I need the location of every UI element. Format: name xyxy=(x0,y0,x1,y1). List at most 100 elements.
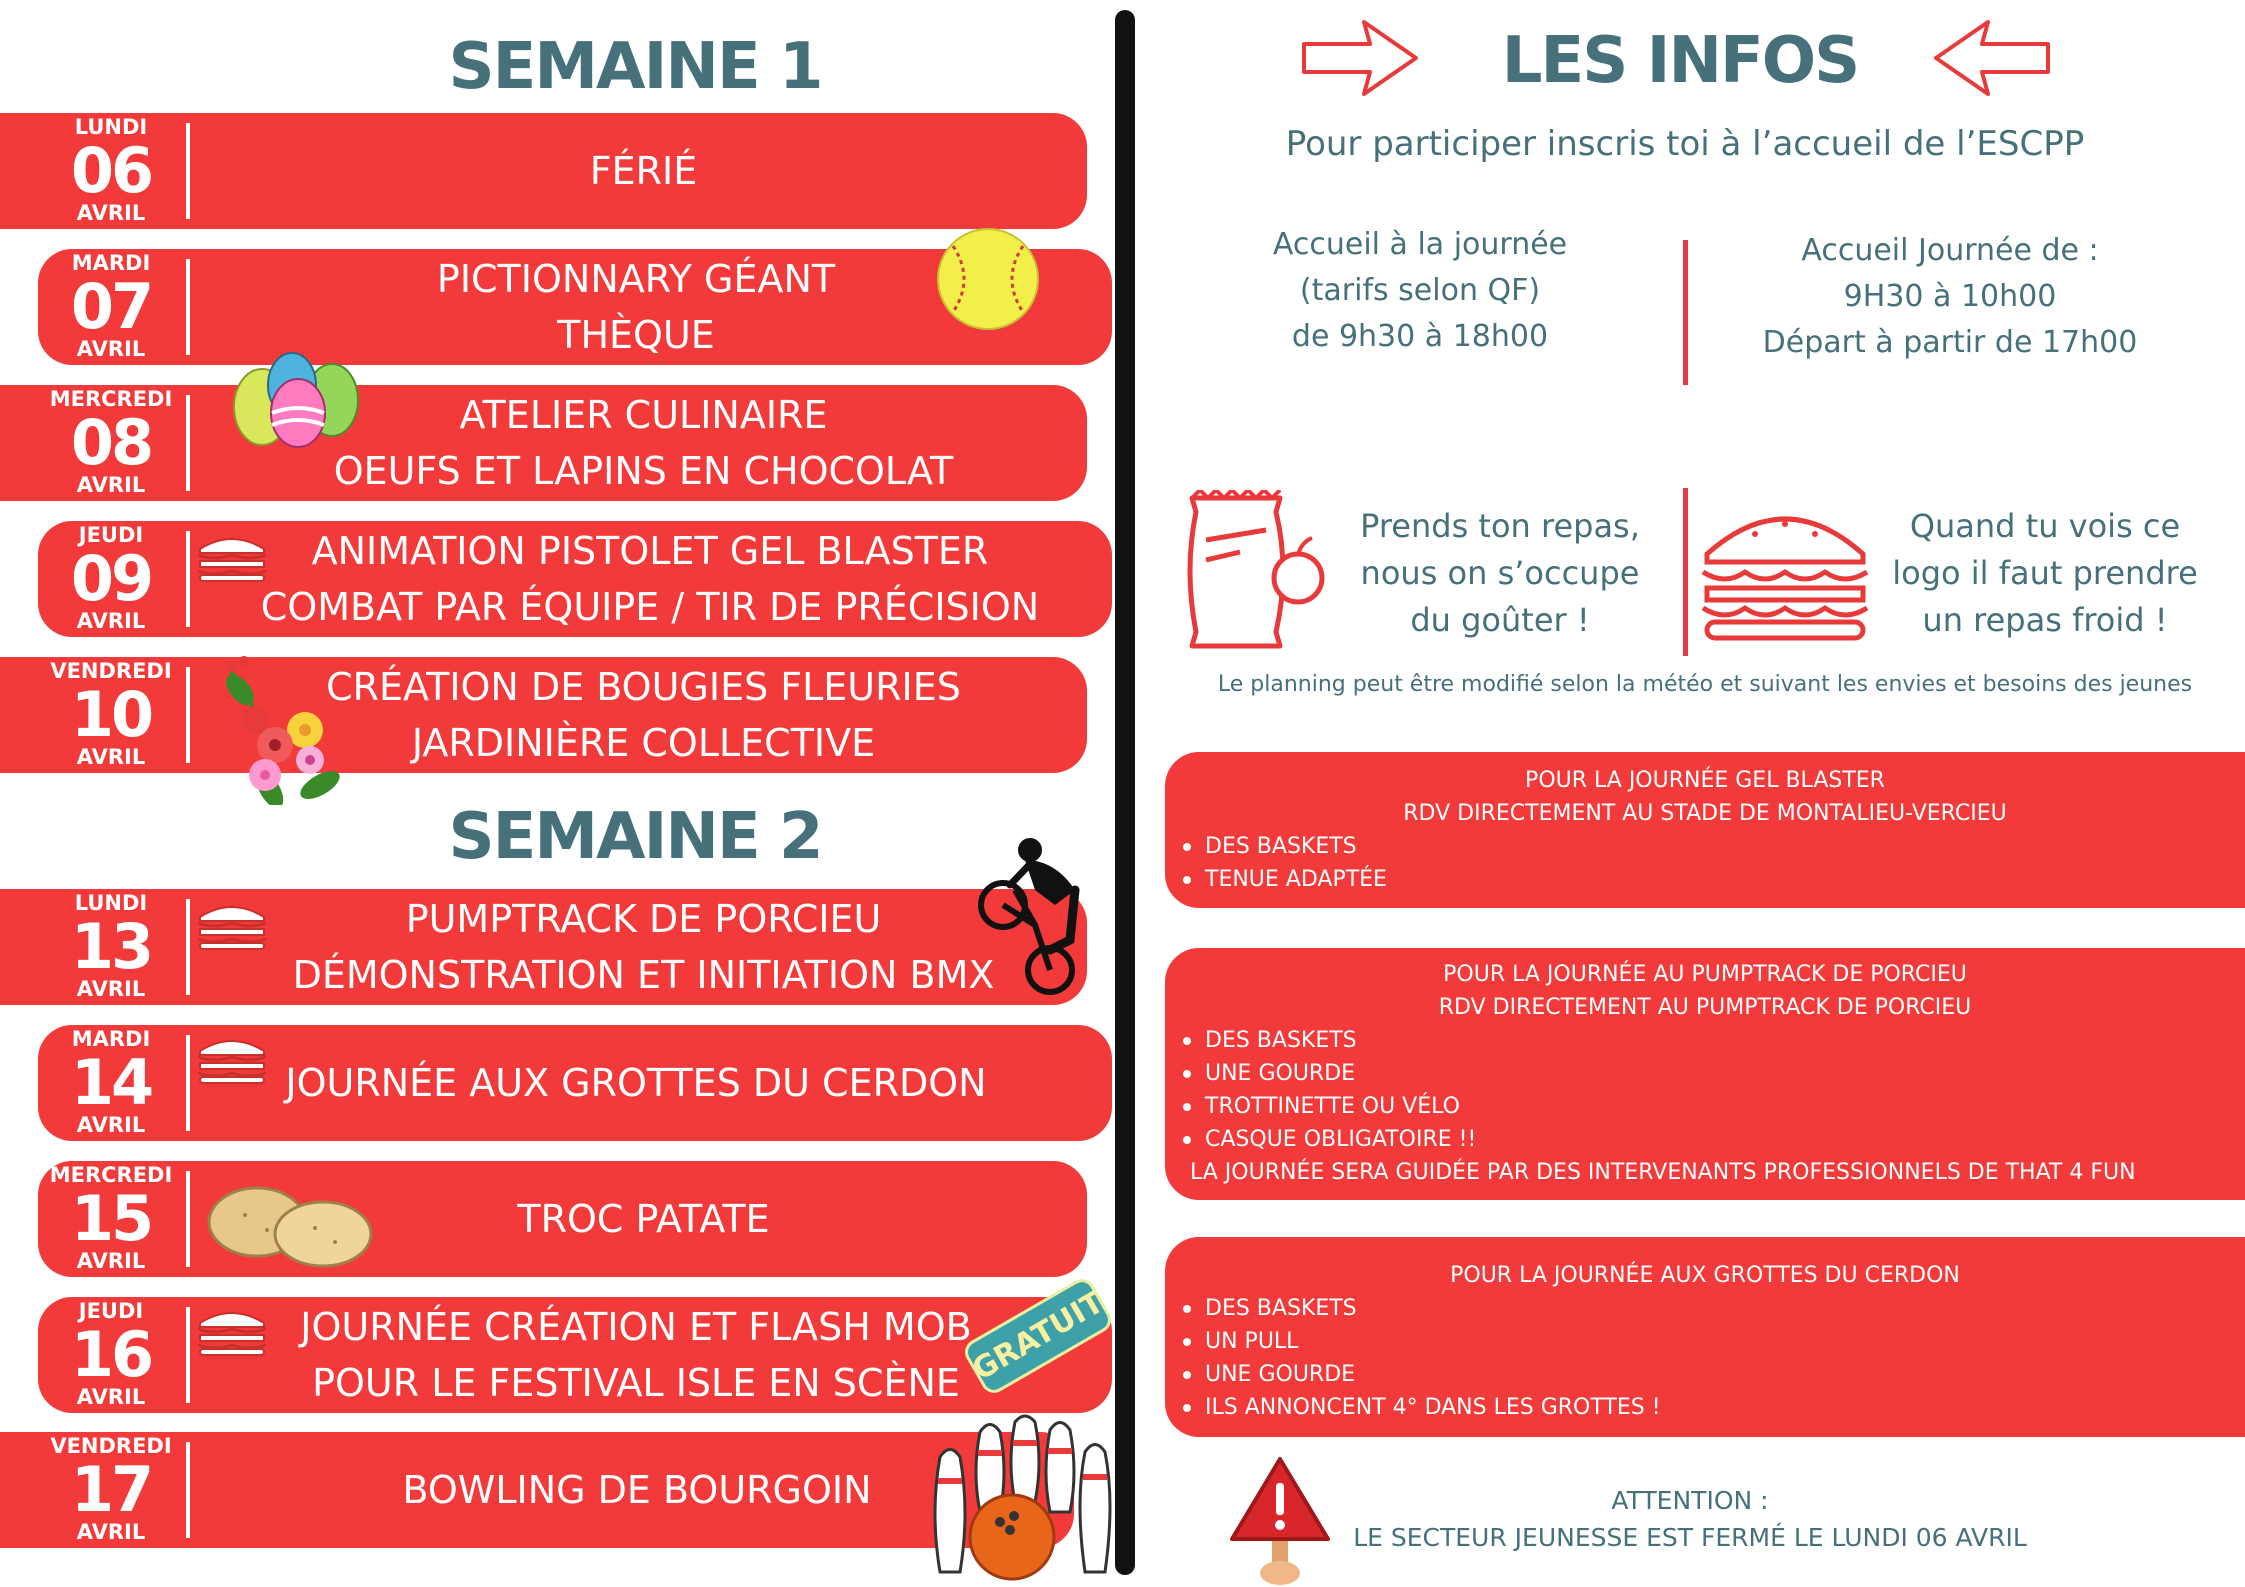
list-item: TROTTINETTE OU VÉLO xyxy=(1183,1090,2245,1123)
info-line: 9H30 à 10h00 xyxy=(1843,279,2057,314)
day-number: 13 xyxy=(70,910,154,983)
info-line: Départ à partir de 17h00 xyxy=(1762,325,2138,360)
day-name: MARDI xyxy=(71,1027,151,1051)
date-separator xyxy=(186,899,190,995)
list-item: TENUE ADAPTÉE xyxy=(1183,863,2245,896)
bmx-rider-icon xyxy=(978,838,1080,995)
activity-line: OEUFS ET LAPINS EN CHOCOLAT xyxy=(333,449,954,493)
day-row-13: LUNDI 13 AVRIL PUMPTRACK DE PORCIEU DÉMO… xyxy=(0,889,1087,1005)
month: AVRIL xyxy=(76,201,146,225)
list-item: UNE GOURDE xyxy=(1183,1358,2245,1391)
date-block: LUNDI 06 AVRIL xyxy=(0,113,222,229)
date-block: MERCREDI 08 AVRIL xyxy=(0,385,222,501)
info-separator xyxy=(1683,488,1688,656)
activity-line: POUR LE FESTIVAL ISLE EN SCÈNE xyxy=(312,1361,960,1405)
activity-line: ATELIER CULINAIRE xyxy=(459,393,828,437)
sandwich-icon xyxy=(197,1040,267,1084)
repas-text: Prends ton repas, nous on s’occupe du go… xyxy=(1345,503,1655,644)
date-separator xyxy=(186,395,190,491)
day-name: JEUDI xyxy=(78,1299,144,1323)
day-row-07: MARDI 07 AVRIL PICTIONNARY GÉANT THÈQUE xyxy=(38,249,1112,365)
day-number: 15 xyxy=(70,1182,154,1255)
date-separator xyxy=(186,667,190,763)
info-line: de 9h30 à 18h00 xyxy=(1291,319,1549,354)
info-line: nous on s’occupe xyxy=(1360,554,1640,592)
day-name: MERCREDI xyxy=(49,387,173,411)
bowling-pins-icon xyxy=(933,1414,1112,1581)
month: AVRIL xyxy=(76,1113,146,1137)
day-row-15: MERCREDI 15 AVRIL TROC PATATE xyxy=(38,1161,1087,1277)
day-name: MARDI xyxy=(71,251,151,275)
box-footer: LA JOURNÉE SERA GUIDÉE PAR DES INTERVENA… xyxy=(1190,1160,2136,1185)
date-separator xyxy=(186,1171,190,1267)
list-item: DES BASKETS xyxy=(1183,1292,2245,1325)
date-block: MARDI 07 AVRIL xyxy=(0,249,222,365)
activity: PICTIONNARY GÉANT THÈQUE xyxy=(200,249,1072,365)
accueil-journee: Accueil à la journée (tarifs selon QF) d… xyxy=(1230,222,1610,360)
day-row-10: VENDREDI 10 AVRIL CRÉATION DE BOUGIES FL… xyxy=(0,657,1087,773)
box-header: POUR LA JOURNÉE GEL BLASTER xyxy=(1525,768,1885,793)
attention-block: ATTENTION : LE SECTEUR JEUNESSE EST FERM… xyxy=(1300,1482,2080,1556)
activity-line: DÉMONSTRATION ET INITIATION BMX xyxy=(292,953,995,997)
activity-line: JARDINIÈRE COLLECTIVE xyxy=(411,721,876,765)
month: AVRIL xyxy=(76,609,146,633)
list-item: ILS ANNONCENT 4° DANS LES GROTTES ! xyxy=(1183,1391,2245,1424)
activity: ANIMATION PISTOLET GEL BLASTER COMBAT PA… xyxy=(228,521,1072,637)
activity: ATELIER CULINAIRE OEUFS ET LAPINS EN CHO… xyxy=(200,385,1087,501)
activity: JOURNÉE CRÉATION ET FLASH MOB POUR LE FE… xyxy=(200,1297,1072,1413)
info-line: Accueil à la journée xyxy=(1272,227,1568,262)
list-item: CASQUE OBLIGATOIRE !! xyxy=(1183,1123,2245,1156)
activity-line: JOURNÉE CRÉATION ET FLASH MOB xyxy=(300,1305,972,1349)
box-header: RDV DIRECTEMENT AU PUMPTRACK DE PORCIEU xyxy=(1438,995,1972,1020)
box-header: POUR LA JOURNÉE AU PUMPTRACK DE PORCIEU xyxy=(1443,962,1967,987)
info-line: (tarifs selon QF) xyxy=(1299,273,1541,308)
month: AVRIL xyxy=(76,473,146,497)
info-separator xyxy=(1683,240,1688,385)
month: AVRIL xyxy=(76,1385,146,1409)
activity: BOWLING DE BOURGOIN xyxy=(200,1432,1074,1548)
info-line: logo il faut prendre xyxy=(1892,554,2198,592)
date-separator xyxy=(186,123,190,219)
date-block: JEUDI 09 AVRIL xyxy=(0,521,222,637)
day-number: 09 xyxy=(70,542,154,615)
activity-line: FÉRIÉ xyxy=(589,149,698,193)
list-item: UNE GOURDE xyxy=(1183,1057,2245,1090)
list-item: UN PULL xyxy=(1183,1325,2245,1358)
day-number: 17 xyxy=(70,1453,154,1526)
activity: CRÉATION DE BOUGIES FLEURIES JARDINIÈRE … xyxy=(200,657,1087,773)
box-header: RDV DIRECTEMENT AU STADE DE MONTALIEU-VE… xyxy=(1403,801,2007,826)
date-separator xyxy=(186,1035,190,1131)
info-line: un repas froid ! xyxy=(1922,601,2168,639)
activity: JOURNÉE AUX GROTTES DU CERDON xyxy=(200,1025,1072,1141)
box-list: DES BASKETS UN PULL UNE GOURDE ILS ANNON… xyxy=(1165,1292,2245,1424)
infos-subtitle: Pour participer inscris toi à l’accueil … xyxy=(1285,124,2085,164)
date-separator xyxy=(186,1307,190,1403)
snack-bag-icon xyxy=(1187,490,1325,649)
info-box-grottes: POUR LA JOURNÉE AUX GROTTES DU CERDON DE… xyxy=(1165,1237,2245,1437)
sandwich-icon xyxy=(1701,516,1869,641)
day-name: VENDREDI xyxy=(50,659,172,683)
activity-line: TROC PATATE xyxy=(517,1197,770,1241)
activity-line: JOURNÉE AUX GROTTES DU CERDON xyxy=(285,1061,987,1105)
info-line: Quand tu vois ce xyxy=(1909,507,2181,545)
page-divider xyxy=(1115,10,1135,1575)
date-block: VENDREDI 17 AVRIL xyxy=(0,1432,222,1548)
day-name: VENDREDI xyxy=(50,1434,172,1458)
box-list: DES BASKETS UNE GOURDE TROTTINETTE OU VÉ… xyxy=(1165,1024,2245,1156)
easter-eggs-icon xyxy=(233,352,359,448)
date-block: MARDI 14 AVRIL xyxy=(0,1025,222,1141)
list-item: DES BASKETS xyxy=(1183,1024,2245,1057)
month: AVRIL xyxy=(76,977,146,1001)
activity-line: BOWLING DE BOURGOIN xyxy=(402,1468,872,1512)
logo-text: Quand tu vois ce logo il faut prendre un… xyxy=(1880,503,2210,644)
flowers-icon xyxy=(226,656,340,805)
day-name: LUNDI xyxy=(74,891,148,915)
activity-line: ANIMATION PISTOLET GEL BLASTER xyxy=(311,529,989,573)
planning-note: Le planning peut être modifié selon la m… xyxy=(1217,672,2193,697)
info-box-gel-blaster: POUR LA JOURNÉE GEL BLASTER RDV DIRECTEM… xyxy=(1165,752,2245,908)
month: AVRIL xyxy=(76,745,146,769)
month: AVRIL xyxy=(76,1520,146,1544)
sandwich-icon xyxy=(197,1312,267,1356)
warning-sign-icon xyxy=(1230,1457,1330,1585)
info-line: du goûter ! xyxy=(1410,601,1590,639)
